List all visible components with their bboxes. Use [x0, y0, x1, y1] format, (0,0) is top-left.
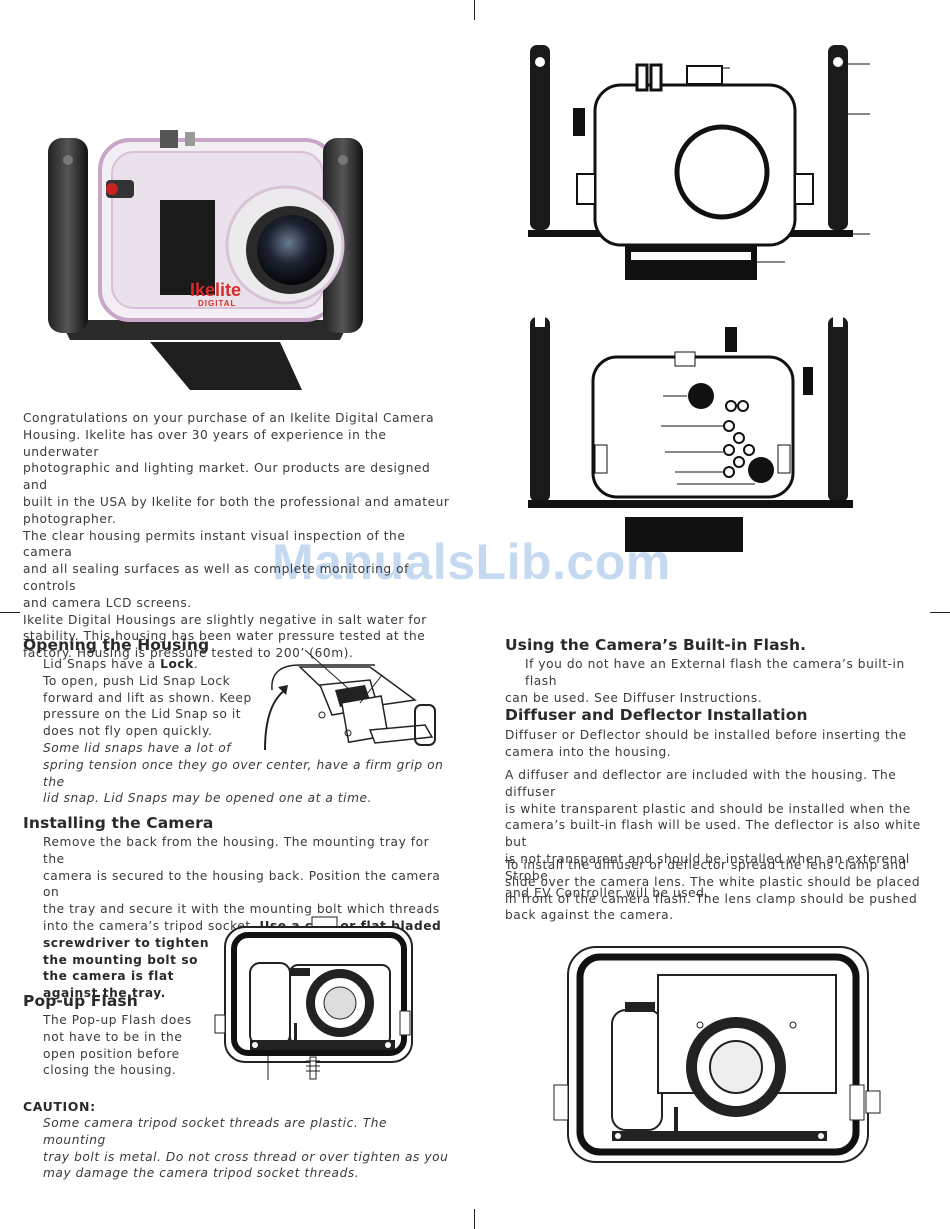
intro-text: Congratulations on your purchase of an I…: [23, 411, 450, 661]
heading-builtin-flash: Using the Camera’s Built-in Flash.: [505, 636, 807, 654]
flash-text: If you do not have an External flash the…: [505, 657, 905, 705]
crop-mark-left: [0, 612, 20, 613]
crop-mark-bottom: [474, 1209, 475, 1229]
diffuser-diagram: [553, 946, 881, 1163]
heading-diffuser: Diffuser and Deflector Installation: [505, 706, 808, 724]
svg-text:DIGITAL: DIGITAL: [198, 299, 236, 308]
crop-mark-right: [930, 612, 950, 613]
crop-mark-top: [474, 0, 475, 20]
housing-back-diagram: [528, 317, 853, 552]
heading-installing-camera: Installing the Camera: [23, 814, 214, 832]
diffuser-p1: Diffuser or Deflector should be installe…: [505, 728, 907, 759]
heading-caution: CAUTION:: [23, 1099, 96, 1114]
camera-tray-diagram: [214, 916, 413, 1080]
heading-opening-housing: Opening the Housing: [23, 636, 210, 654]
popup-text: The Pop-up Flash does not have to be in …: [43, 1013, 192, 1078]
ikelite-logo: Ikelite: [190, 280, 241, 300]
heading-popup-flash: Pop-up Flash: [23, 992, 138, 1010]
caution-text: Some camera tripod socket threads are pl…: [43, 1116, 449, 1181]
housing-front-diagram: [528, 45, 870, 280]
diffuser-p3: To install the diffuser or deflector spr…: [505, 858, 921, 923]
lid-snap-diagram: [264, 649, 436, 751]
housing-photo: Ikelite DIGITAL: [48, 130, 363, 390]
diffuser-p2: A diffuser and deflector are included wi…: [505, 768, 921, 900]
watermark: ManualsLib.com: [272, 534, 671, 590]
opening-text: Lid Snaps have a Lock. To open, push Lid…: [43, 657, 444, 806]
